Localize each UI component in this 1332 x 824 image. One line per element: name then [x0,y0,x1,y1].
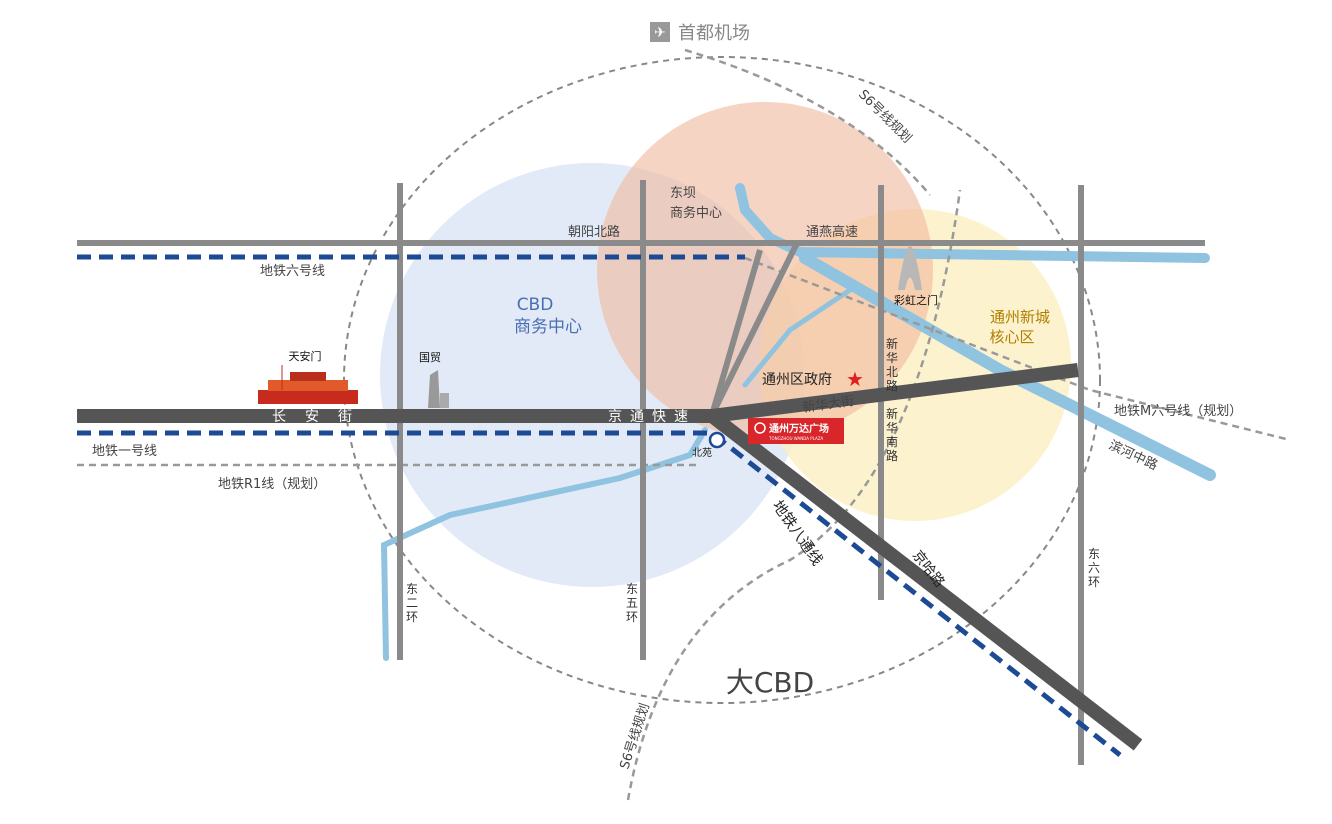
svg-text:✈: ✈ [654,25,666,41]
jingtong-label: 通 [630,409,644,425]
airplane-icon [650,22,670,42]
changan-label: 街 [338,409,352,425]
xinhua-south-label: 华 [886,421,898,435]
east2-label: 环 [406,610,418,624]
east2-label: 二 [406,596,418,610]
district-gov-label: 通州区政府 [762,372,832,388]
rainbow-gate-label: 彩虹之门 [894,293,938,307]
dongba-label-2: 商务中心 [670,205,722,221]
xinhua-north-label: 新 [886,336,898,351]
wanda-logo-icon [754,422,766,434]
beiyuan-station: 北苑 [692,431,726,459]
xinhua-street-label: 新华大街 [801,393,855,416]
rainbow-gate-icon [898,245,922,290]
line1-label: 地铁一号线 [92,444,157,459]
tongyan-expressway [709,241,800,417]
tongyan-label: 通燕高速 [806,224,858,240]
star-icon: ★ [846,367,864,391]
subway-line1 [77,430,1122,757]
airport-marker: ✈ 首都机场 [650,22,750,44]
batong-label: 地铁八通线 [769,497,827,569]
tiananmen-icon [258,365,358,404]
station-icon [708,431,726,449]
jingtong-label: 速 [674,409,688,425]
m6-line [744,256,1291,442]
east5-label: 东 [626,582,638,596]
airport-label: 首都机场 [678,23,750,44]
tongzhou-new-label: 通州新城 [990,308,1050,326]
wanda-label: 通州万达广场 [769,422,829,435]
dongba-zone [597,102,933,438]
s6-line-top [684,48,931,196]
wanda-en-label: TONGZHOU WANDA PLAZA [768,436,823,441]
tongzhou-new-label-2: 核心区 [989,328,1034,346]
changan-label: 长 [272,409,286,425]
big-cbd-label: 大CBD [726,666,814,699]
chaoyang-north-label: 朝阳北路 [568,224,620,240]
xinhua-south-label: 南 [886,434,898,449]
xinhua-south-label: 新 [886,406,898,421]
east6-label: 东 [1088,547,1100,561]
dongba-label: 东坝 [670,186,696,201]
tiananmen-label: 天安门 [289,349,322,363]
line6-label: 地铁六号线 [260,264,325,279]
east5-label: 环 [626,610,638,624]
wanda-plaza-marker: 通州万达广场 TONGZHOU WANDA PLAZA [748,418,844,444]
guomao-icon [428,370,449,408]
changan-label: 安 [305,409,319,425]
jingha-road [707,410,1143,751]
xinhua-north-label: 路 [886,378,898,393]
xinhua-north-label: 华 [886,351,898,365]
xinhua-north-label: 北 [886,365,898,379]
r1-label: 地铁R1线（规划） [218,477,326,492]
connector-road [709,249,763,416]
s6-line-bottom [626,189,962,801]
east5-label: 五 [626,596,638,610]
east6-label: 环 [1088,575,1100,589]
east2-label: 东 [406,582,418,596]
m6-label: 地铁M六号线（规划） [1114,404,1242,419]
jingtong-label: 京 [608,409,622,425]
guomao-label: 国贸 [419,351,441,364]
east6-label: 六 [1088,561,1100,575]
xinhua-south-label: 路 [886,448,898,463]
cbd-label: CBD [517,295,554,315]
cbd-label-2: 商务中心 [514,317,582,337]
river [380,183,1216,661]
jingtong-label: 快 [652,409,666,425]
beiyuan-label: 北苑 [692,446,712,459]
